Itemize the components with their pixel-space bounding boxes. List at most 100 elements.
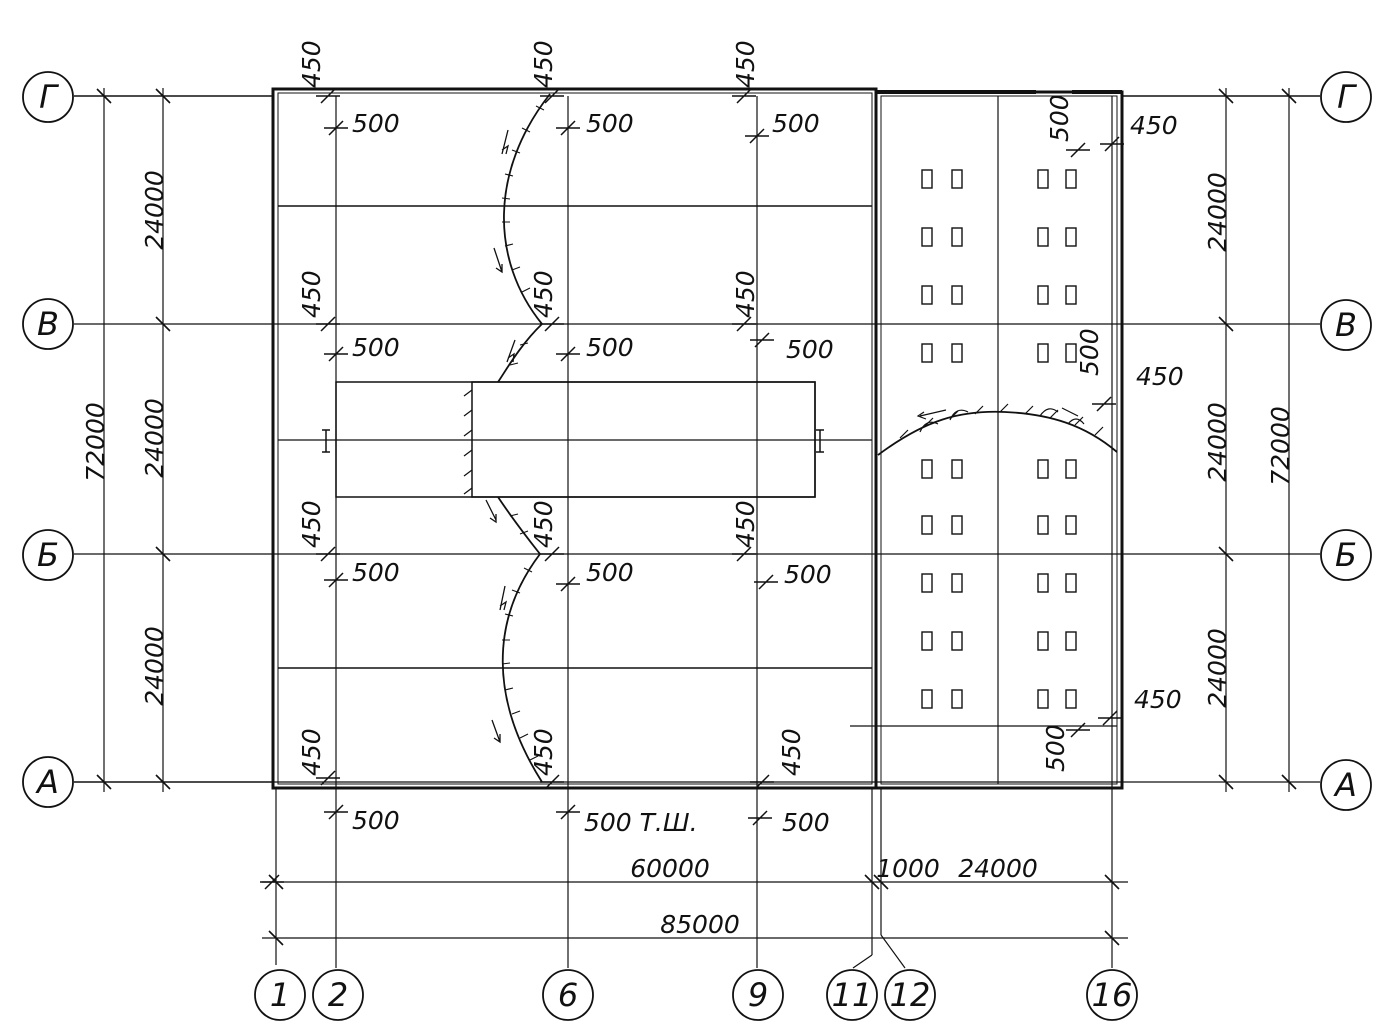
offset-500-col9-b: 500 — [784, 560, 832, 589]
boundary-arcs — [485, 93, 551, 783]
axis-label-b-right: Б — [1335, 536, 1357, 574]
opening-rect — [1037, 459, 1049, 479]
opening-rect — [921, 515, 933, 535]
offset-labels-450-vertical: 450 450 450 450 450 450 450 450 450 450 … — [297, 40, 806, 776]
offset-500-col2-b: 500 — [352, 558, 400, 587]
axis-label-col-6: 6 — [558, 976, 578, 1014]
offset-tick — [540, 88, 564, 104]
opening-rect — [921, 459, 933, 479]
axis-bubble-col-16: 16 — [1086, 969, 1138, 1021]
axis-bubble-col-1: 1 — [254, 969, 306, 1021]
axis-label-a: А — [35, 763, 59, 801]
opening-rect — [1065, 459, 1077, 479]
opening-rect — [921, 227, 933, 247]
left-dimension-lines — [96, 88, 171, 792]
opening-rect — [951, 459, 963, 479]
axis-label-col-12: 12 — [890, 976, 931, 1014]
offset-450-col9-v: 450 — [731, 270, 760, 318]
building-outline — [271, 87, 1124, 790]
offset-450-col6-g: 450 — [529, 40, 558, 88]
opening-rect — [1037, 689, 1049, 709]
offset-tick — [556, 804, 580, 820]
offset-tick — [324, 120, 348, 136]
dim-bottom-60000: 60000 — [630, 854, 710, 883]
opening-rect — [951, 515, 963, 535]
left-dimension-texts: 24000 24000 24000 72000 — [81, 170, 169, 706]
offset-tick — [1098, 710, 1122, 726]
offset-tick — [1100, 136, 1124, 152]
axis-bubble-v-right: В — [1320, 299, 1372, 351]
offset-500-right-bottom: 500 — [1041, 724, 1070, 772]
opening-rect — [951, 169, 963, 189]
offset-tick — [316, 88, 340, 104]
opening-rect — [951, 343, 963, 363]
offset-tick — [732, 316, 756, 332]
offset-450-col2-g: 450 — [297, 40, 326, 88]
offset-500-col6-g: 500 — [586, 109, 634, 138]
offset-tick — [324, 572, 348, 588]
opening-rect — [951, 285, 963, 305]
opening-rect — [1065, 515, 1077, 535]
offset-labels-500-horizontal: 500 500 500 500 500 500 500 500 500 500 … — [352, 109, 834, 837]
opening-rect — [1065, 689, 1077, 709]
offset-tick — [1066, 142, 1090, 158]
offset-tick — [556, 576, 580, 592]
dim-right-span-1: 24000 — [1203, 172, 1232, 252]
offset-450-right-top: 450 — [1130, 111, 1178, 140]
axis-bubble-v-left: В — [22, 298, 74, 350]
offset-450-col6-v: 450 — [529, 270, 558, 318]
axis-bubble-col-11: 11 — [826, 969, 878, 1021]
axis-label-v-right: В — [1335, 306, 1357, 344]
offset-tick — [1092, 396, 1116, 412]
offset-tick — [750, 774, 774, 790]
offset-tick — [540, 316, 564, 332]
offset-450-col6-a: 450 — [529, 728, 558, 776]
axis-bubble-g-right: Г — [1320, 71, 1372, 123]
opening-rect — [1065, 227, 1077, 247]
offset-500-col2-a: 500 — [352, 806, 400, 835]
offset-tick — [745, 128, 769, 144]
offset-500-col9-v: 500 — [786, 335, 834, 364]
opening-rect — [1065, 631, 1077, 651]
central-insert — [335, 381, 816, 498]
opening-rect — [921, 631, 933, 651]
dim-left-total: 72000 — [81, 402, 110, 482]
offset-tick — [732, 546, 756, 562]
offset-500-col6-a-ts: 500 Т.Ш. — [584, 808, 698, 837]
axis-label-col-2: 2 — [328, 976, 348, 1014]
opening-rect — [1037, 343, 1049, 363]
axis-label-v: В — [37, 305, 59, 343]
offset-450-col2-v: 450 — [297, 270, 326, 318]
row-axis-lines — [74, 95, 1320, 783]
offset-tick — [316, 546, 340, 562]
dim-right-span-2: 24000 — [1203, 402, 1232, 482]
dim-right-span-3: 24000 — [1203, 628, 1232, 708]
offset-500-col9-g: 500 — [772, 109, 820, 138]
opening-rect — [1065, 169, 1077, 189]
axis-bubble-col-2: 2 — [312, 969, 364, 1021]
axis-label-col-16: 16 — [1092, 976, 1133, 1014]
column-axis-lines — [275, 96, 1113, 969]
axis-bubble-a-left: А — [22, 756, 74, 808]
offset-tick — [750, 332, 774, 348]
opening-rect — [921, 689, 933, 709]
axis-label-col-11: 11 — [832, 976, 873, 1014]
offset-tick — [556, 120, 580, 136]
offset-tick — [1066, 722, 1090, 738]
axis-bubble-col-12: 12 — [884, 969, 936, 1021]
axis-bubble-col-6: 6 — [542, 969, 594, 1021]
offset-500-right-mid: 500 — [1075, 328, 1104, 376]
offset-tick — [540, 774, 564, 790]
opening-rect — [1065, 343, 1077, 363]
offset-500-col6-v: 500 — [586, 333, 634, 362]
openings-group — [921, 169, 1077, 709]
dim-bottom-24000: 24000 — [958, 854, 1038, 883]
opening-rect — [1037, 515, 1049, 535]
opening-rect — [951, 227, 963, 247]
dim-bottom-total: 85000 — [660, 910, 740, 939]
axis-label-a-right: А — [1333, 766, 1357, 804]
dim-bottom-1000: 1000 — [876, 854, 940, 883]
opening-rect — [1037, 227, 1049, 247]
offset-450-right-bottom: 450 — [1134, 685, 1182, 714]
offset-450-col9-b: 450 — [731, 500, 760, 548]
